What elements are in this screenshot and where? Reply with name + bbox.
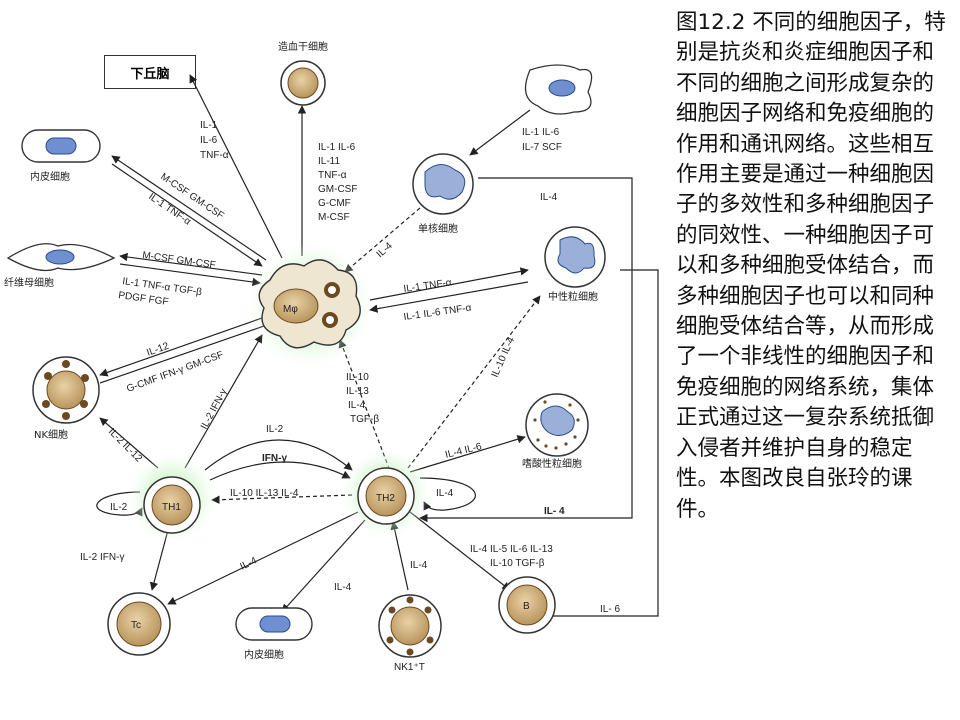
th2-tc-cyto: IL-4 [238,555,259,573]
nkt-cell-icon [378,594,442,658]
th2-feedback-cyto: IL- 4 [544,506,565,517]
th2-neut-cyto: IL-10 IL-4 [490,335,518,379]
neut-cyto-b: IL-1 IL-6 TNF-α [403,303,472,323]
th2-label: TH2 [376,493,395,504]
stem-cell-icon [280,60,326,106]
hypothalamus-label: 下丘脑 [130,66,170,82]
nk-cell-icon [32,356,100,424]
hypo-il1: IL-1 [200,120,218,131]
nk-cyto-a: IL-12 [145,341,171,359]
endothelial-cell-bottom-icon [235,607,313,641]
neut-cyto-a: IL-1 TNF-α [403,277,453,295]
th1-to-nk-cyto: IL-2 IL-12 [106,426,144,464]
macrophage-label: Mφ [283,304,298,315]
th2-cell-icon [357,467,415,525]
th1-tc-cyto: IL-2 IFN-γ [80,552,124,563]
th1-to-m-cyto: IL-2 IFN-γ [199,387,230,431]
th1-th2-ifn: IFN-γ [262,453,287,464]
hypo-tnf: TNF-α [200,150,229,161]
endothelial-top-label: 内皮细胞 [30,170,70,183]
stem-cell-label: 造血干细胞 [278,40,328,53]
th2-b-cyto-a: IL-4 IL-5 IL-6 IL-13 [470,544,553,555]
stem-cyto-6: M-CSF [318,212,350,223]
eos-cyto: IL-4 IL-6 [444,441,483,461]
hypothalamus-box: 下丘脑 [104,55,196,89]
irreg-cyto-a: IL-1 IL-6 [522,127,560,138]
monocyte-label: 单核细胞 [418,222,458,235]
fib-cyto-c: PDGF FGF [118,290,170,308]
irreg-cyto-b: IL-7 SCF [522,142,562,153]
th1-cell-icon [143,476,201,534]
nkt-th2-cyto: IL-4 [410,560,428,571]
cytokine-network-diagram: 造血干细胞 内皮细胞 纤维母细胞 NK细胞 单核细胞 中性粒细胞 嗜酸性粒细胞 … [4,40,659,673]
th1-th2-il2: IL-2 [266,424,284,435]
neutrophil-icon [544,226,606,288]
fibroblast-label: 纤维母细胞 [4,276,54,289]
th2-th1-cyto: IL-10 IL-13 IL-4 [230,488,299,499]
stem-cyto-3: TNF-α [318,170,347,181]
stem-cyto-4: GM-CSF [318,184,357,195]
th2-m-cyto-3: IL-4 [348,400,366,411]
macrophage-icon [258,259,361,349]
eosinophil-label: 嗜酸性粒细胞 [522,457,582,470]
th2-endo-cyto: IL-4 [334,582,352,593]
hypo-il6: IL-6 [200,135,218,146]
monocyte-icon [412,153,474,215]
endothelial-bottom-label: 内皮细胞 [244,648,284,661]
irregular-cell-icon [524,64,593,115]
nk-cell-label: NK细胞 [34,428,68,441]
b-feedback-cyto: IL- 6 [600,604,620,615]
eosinophil-icon [525,393,589,457]
th2-b-cyto-b: IL-10 TGF-β [490,558,545,569]
th2-m-cyto-1: IL-10 [346,372,369,383]
th2-m-cyto-4: TGF-β [350,414,379,425]
mono-to-m-cyto: IL-4 [375,240,395,260]
stem-cyto-2: IL-11 [318,156,340,167]
endothelial-cell-top-icon [21,129,101,163]
tc-label: Tc [131,620,141,631]
tc-cell-icon [107,592,171,656]
figure-caption: 图12.2 不同的细胞因子，特别是抗炎和炎症细胞因子和不同的细胞之间形成复杂的细… [676,10,946,522]
neutrophil-label: 中性粒细胞 [548,290,598,303]
mono-th2-cyto: IL-4 [540,192,558,203]
th1-self-cyto: IL-2 [110,502,128,513]
stem-cyto-1: IL-1 IL-6 [318,142,356,153]
nkt-label: NK1⁺T [394,662,425,673]
stem-cyto-5: G-CMF [318,198,351,209]
th2-self-cyto: IL-4 [436,488,454,499]
th1-label: TH1 [162,502,181,513]
fibroblast-icon [6,243,116,272]
th2-m-cyto-2: IL-13 [346,386,369,397]
b-cell-icon [498,576,556,634]
b-label: B [523,601,530,612]
